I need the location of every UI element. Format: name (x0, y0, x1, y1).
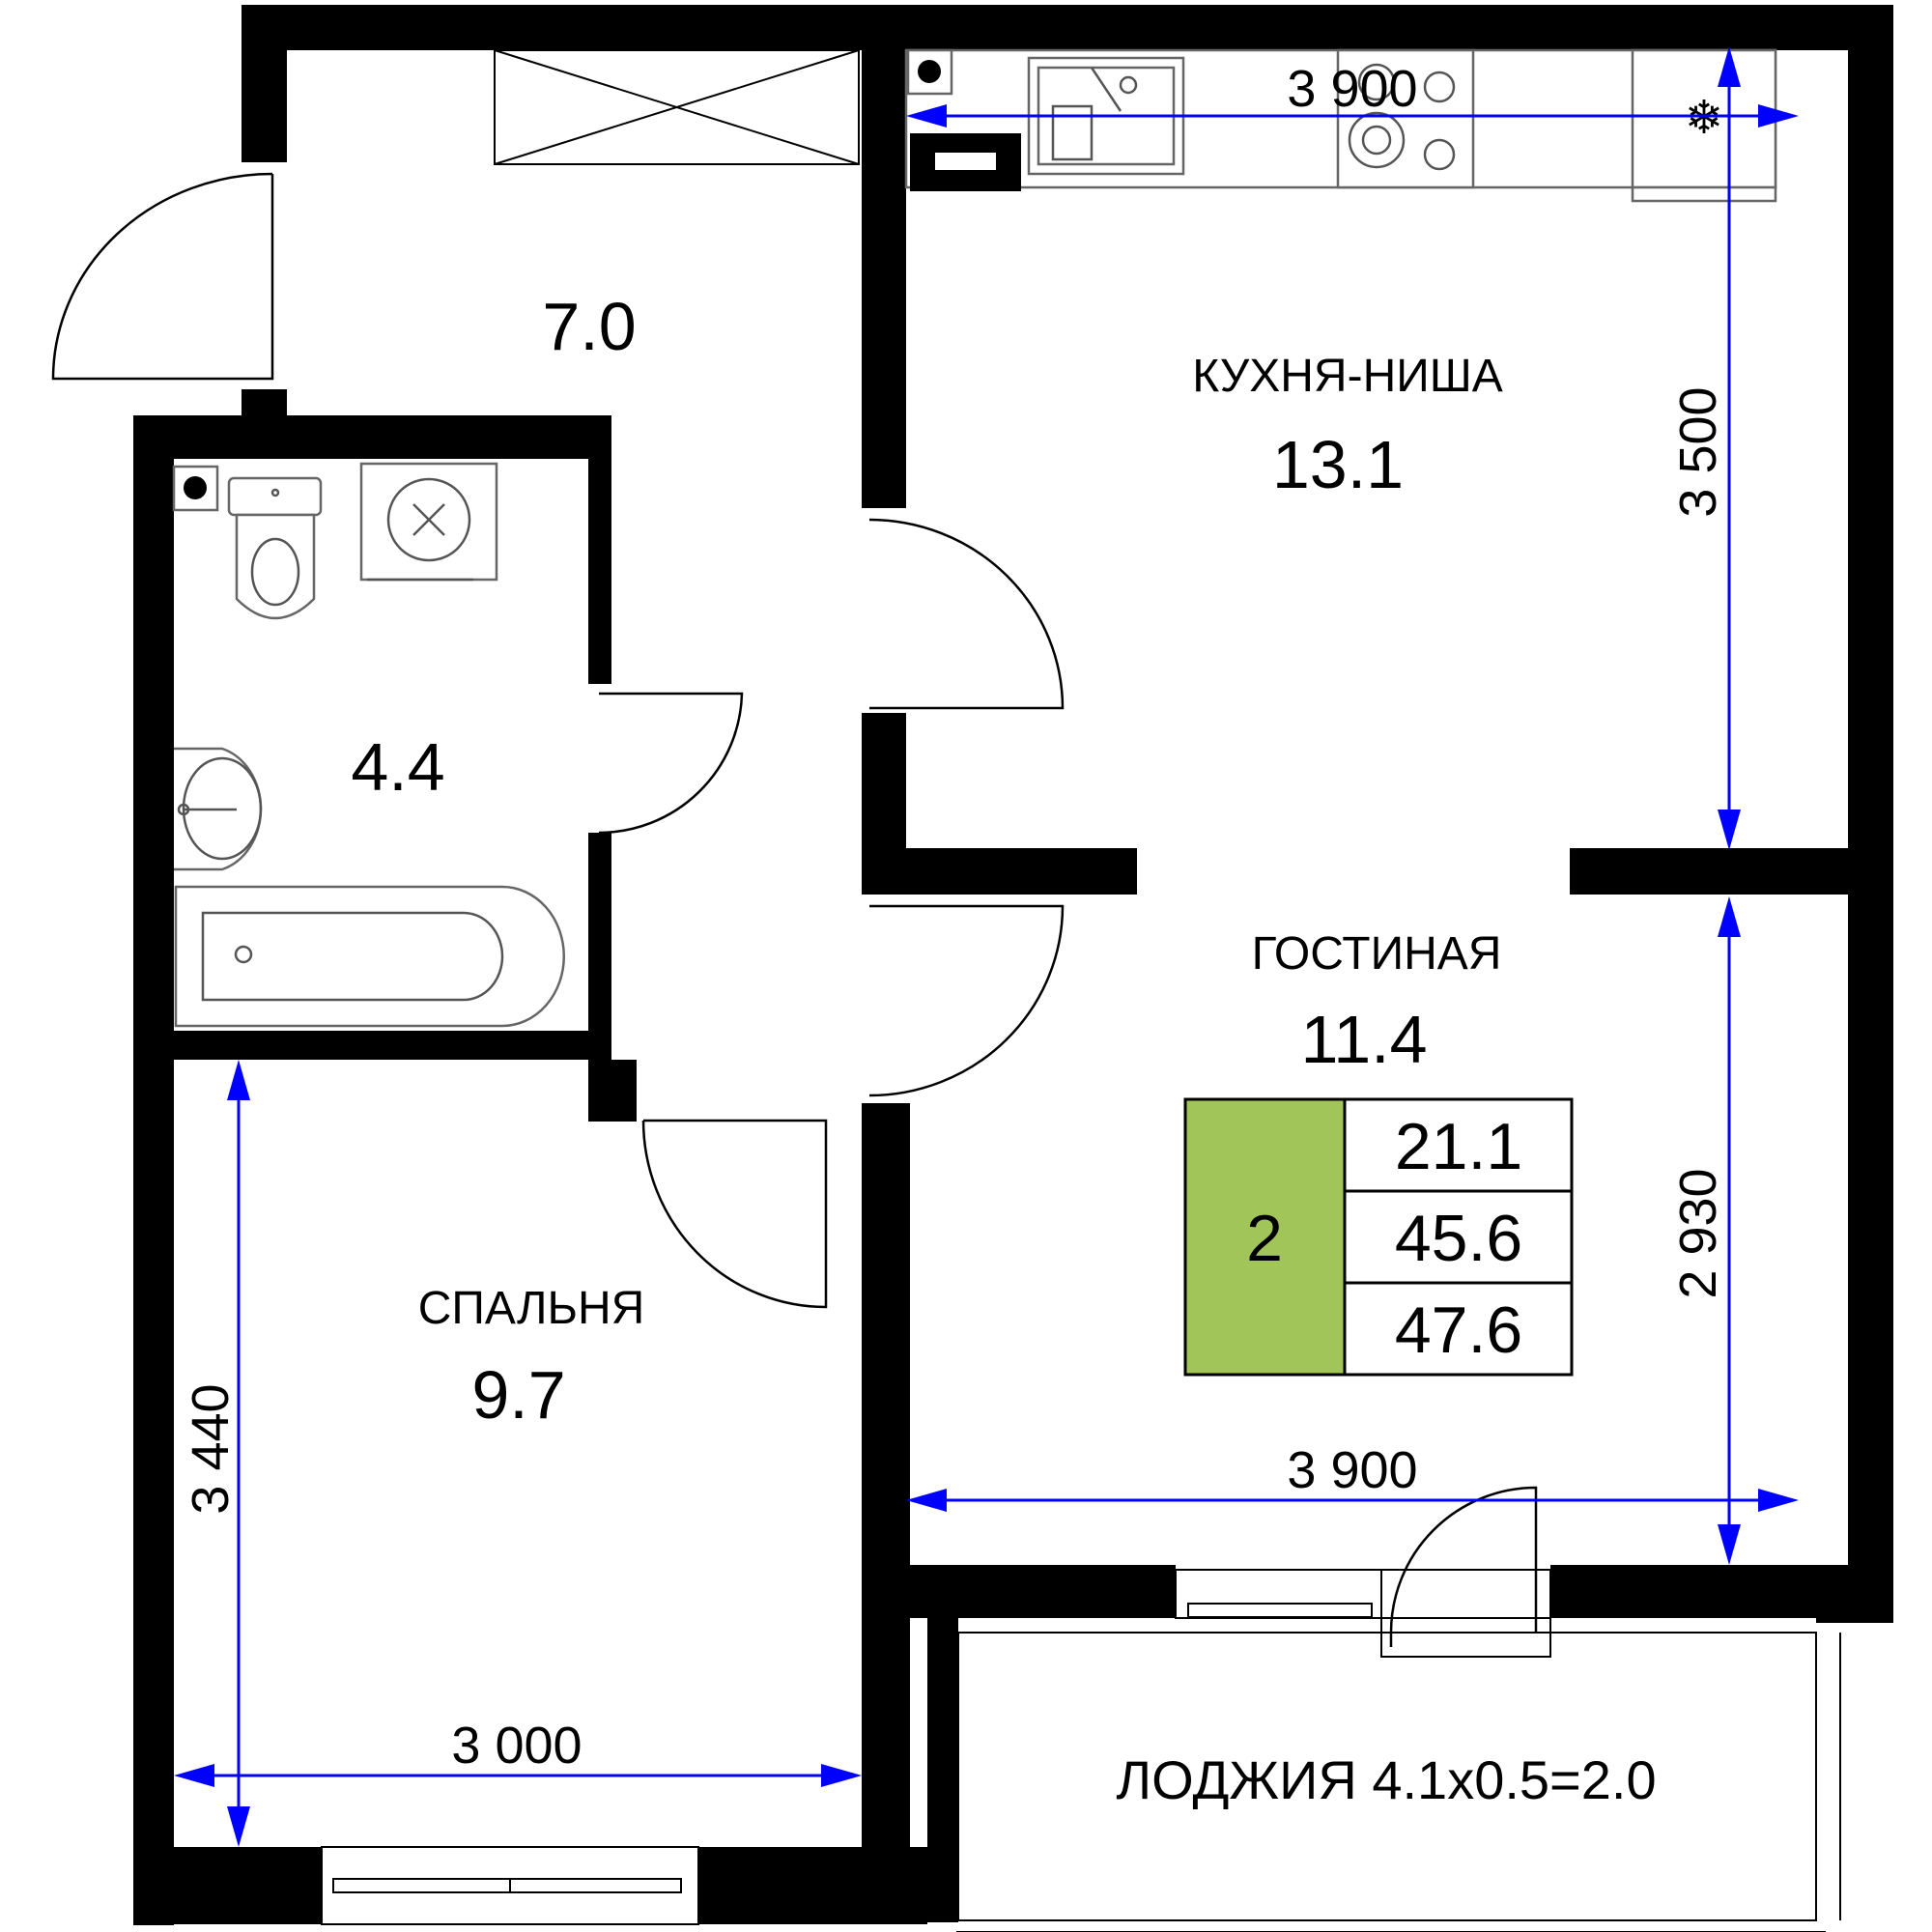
door-entrance (51, 172, 274, 381)
bathtub-icon (174, 885, 566, 1028)
total-area-value: 45.6 (1395, 1202, 1522, 1275)
dim-living-width: 3 900 (1287, 1441, 1417, 1499)
fridge (1631, 48, 1777, 203)
vent-shaft (494, 49, 860, 165)
wall-bath-right-top (588, 415, 611, 684)
living-area-value: 21.1 (1395, 1110, 1522, 1183)
wall-bath-top (133, 415, 611, 459)
dim-living-depth: 2 930 (1669, 1168, 1727, 1298)
total-with-loggia-value: 47.6 (1395, 1293, 1522, 1367)
wall-bedroom-door-jamb (588, 1060, 637, 1122)
rooms-count: 2 (1246, 1202, 1283, 1275)
living-name: ГОСТИНАЯ (1252, 928, 1502, 980)
wall-kitchen-bottom-left (862, 848, 1137, 895)
bedroom-name: СПАЛЬНЯ (418, 1283, 645, 1334)
thin-outlines (494, 5, 1870, 1932)
wall-bedroom-right (862, 1103, 910, 1903)
riser-icon (906, 48, 953, 96)
kitchen-area: 13.1 (1272, 427, 1404, 502)
wall-bottom-mid (698, 1847, 927, 1924)
windows (321, 1569, 1551, 1925)
dim-kitchen-width: 3 900 (1287, 60, 1417, 118)
window-bedroom (321, 1846, 699, 1925)
stove-icon (1336, 48, 1475, 189)
dim-bedroom-width: 3 000 (451, 1717, 582, 1775)
living-area: 11.4 (1300, 1002, 1427, 1077)
hallway-area: 7.0 (542, 289, 636, 364)
door-kitchen (868, 518, 1065, 710)
bedroom-area: 9.7 (471, 1357, 565, 1433)
wall-kitchen-left (862, 5, 906, 508)
kitchen-name: КУХНЯ-НИША (1192, 351, 1503, 402)
bathroom-fixtures (172, 462, 566, 1028)
wall-bath-bottom (133, 1031, 611, 1060)
door-bathroom (598, 692, 744, 835)
wall-living-bottom-left (862, 1565, 1176, 1618)
wall-loggia-corner (927, 1604, 958, 1922)
dim-bedroom-depth: 3 440 (182, 1383, 240, 1514)
door-bedroom (641, 1119, 828, 1309)
doors (51, 172, 1538, 1647)
toilet-icon (227, 476, 323, 620)
wall-left (133, 415, 174, 1925)
summary-values-cell (1343, 1097, 1574, 1377)
door-living (868, 904, 1065, 1097)
apartment-summary: 2 21.1 45.6 47.6 (1183, 1097, 1574, 1377)
bathroom-area: 4.4 (351, 729, 444, 805)
loggia-door-frame (1380, 1569, 1551, 1658)
washing-machine-icon (359, 462, 498, 582)
riser-icon (172, 465, 219, 512)
walls (133, 5, 1893, 1925)
dim-kitchen-depth: 3 500 (1669, 386, 1727, 517)
wall-loggia-right (1816, 1605, 1893, 1623)
wall-top-left-stub (242, 5, 287, 162)
wall-top (242, 5, 1893, 50)
snowflake-icon: ❄ (1685, 93, 1723, 144)
window-living (1175, 1569, 1551, 1619)
wall-right (1848, 5, 1893, 1605)
dimension-lines (174, 46, 1799, 1847)
loggia-label: ЛОДЖИЯ 4.1х0.5=2.0 (1116, 1749, 1656, 1810)
kitchen-fixtures: ❄ (904, 48, 1777, 203)
door-loggia (1389, 1486, 1538, 1647)
wall-bottom-left (133, 1847, 322, 1924)
washbasin-icon (174, 747, 263, 871)
wall-kitchen-bottom-right (1570, 848, 1893, 895)
